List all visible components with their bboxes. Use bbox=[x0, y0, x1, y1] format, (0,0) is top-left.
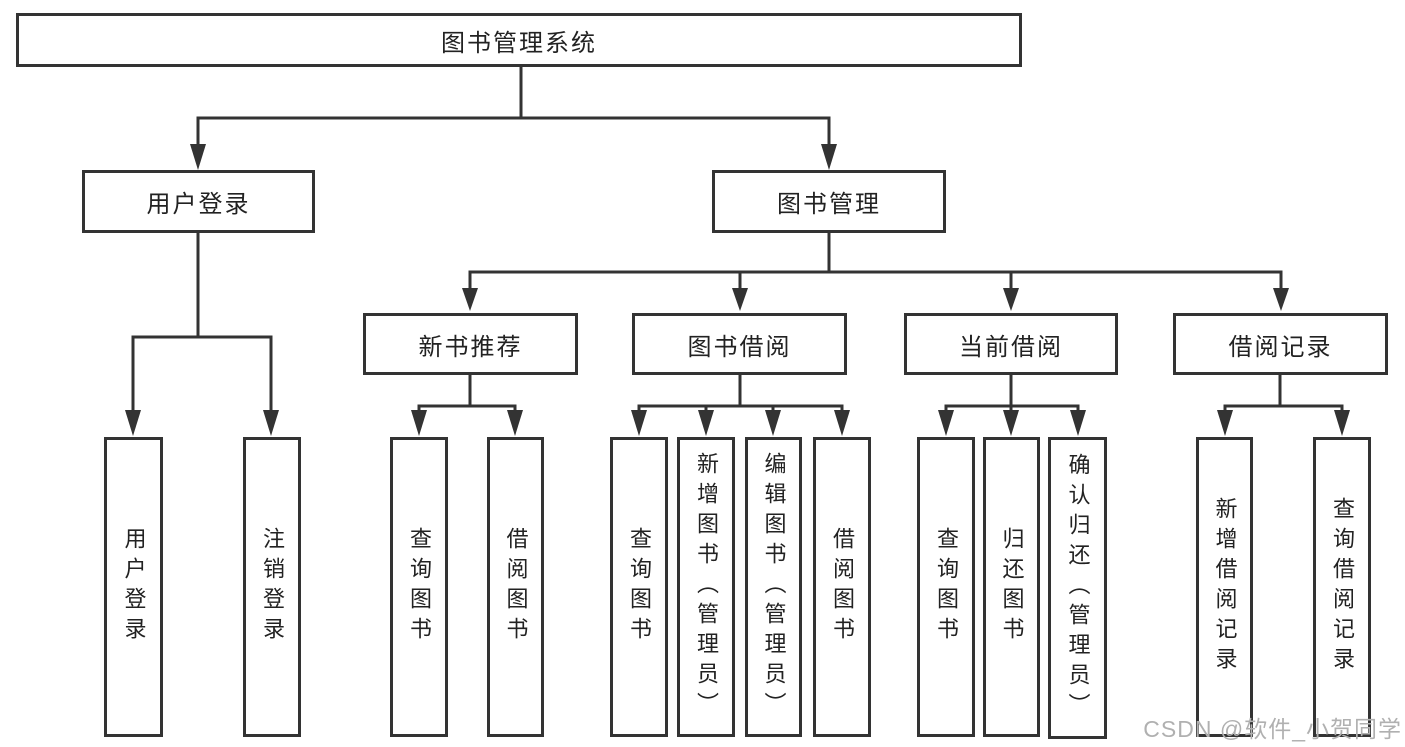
arrowhead-br-leaf1 bbox=[1217, 410, 1233, 436]
arrowhead-borrow-records bbox=[1273, 288, 1289, 311]
arrowhead-book-borrow bbox=[732, 288, 748, 311]
leaf-borrow-books-recommend: 借阅图书 bbox=[487, 437, 544, 737]
leaf-query-borrow-record: 查询借阅记录 bbox=[1313, 437, 1371, 737]
arrowhead-bb-leaf3 bbox=[765, 410, 781, 436]
node-borrow-records: 借阅记录 bbox=[1173, 313, 1388, 375]
node-book-management: 图书管理 bbox=[712, 170, 946, 233]
leaf-borrow-books: 借阅图书 bbox=[813, 437, 871, 737]
node-user-login: 用户登录 bbox=[82, 170, 315, 233]
arrowhead-current-borrow bbox=[1003, 288, 1019, 311]
arrowhead-bb-leaf1 bbox=[631, 410, 647, 436]
arrowhead-user-login bbox=[190, 144, 206, 170]
arrowhead-bb-leaf4 bbox=[834, 410, 850, 436]
arrowhead-br-leaf2 bbox=[1334, 410, 1350, 436]
watermark: CSDN @软件_小贺同学 bbox=[1143, 716, 1402, 742]
arrowhead-cb-leaf1 bbox=[938, 410, 954, 436]
arrowhead-cb-leaf2 bbox=[1003, 410, 1019, 436]
node-current-borrow: 当前借阅 bbox=[904, 313, 1118, 375]
leaf-query-books-borrow: 查询图书 bbox=[610, 437, 668, 737]
leaf-query-books-current: 查询图书 bbox=[917, 437, 975, 737]
leaf-query-books-recommend: 查询图书 bbox=[390, 437, 448, 737]
arrowhead-leaf-logout bbox=[263, 410, 279, 436]
leaf-logout: 注销登录 bbox=[243, 437, 301, 737]
root-node-library-system: 图书管理系统 bbox=[16, 13, 1022, 67]
node-book-borrow: 图书借阅 bbox=[632, 313, 847, 375]
leaf-return-book: 归还图书 bbox=[983, 437, 1040, 737]
arrowhead-cb-leaf3 bbox=[1070, 410, 1086, 436]
leaf-edit-book-admin: 编辑图书（管理员） bbox=[745, 437, 802, 737]
leaf-add-book-admin: 新增图书（管理员） bbox=[677, 437, 735, 737]
leaf-add-borrow-record: 新增借阅记录 bbox=[1196, 437, 1253, 737]
arrowhead-new-book bbox=[462, 288, 478, 311]
arrowhead-bb-leaf2 bbox=[698, 410, 714, 436]
arrowhead-nb-leaf1 bbox=[411, 410, 427, 436]
leaf-user-login: 用户登录 bbox=[104, 437, 163, 737]
arrowhead-nb-leaf2 bbox=[507, 410, 523, 436]
arrowhead-leaf-user-login bbox=[125, 410, 141, 436]
arrowhead-book-mgmt bbox=[821, 144, 837, 170]
leaf-confirm-return-admin: 确认归还（管理员） bbox=[1048, 437, 1107, 739]
node-new-book-recommend: 新书推荐 bbox=[363, 313, 578, 375]
